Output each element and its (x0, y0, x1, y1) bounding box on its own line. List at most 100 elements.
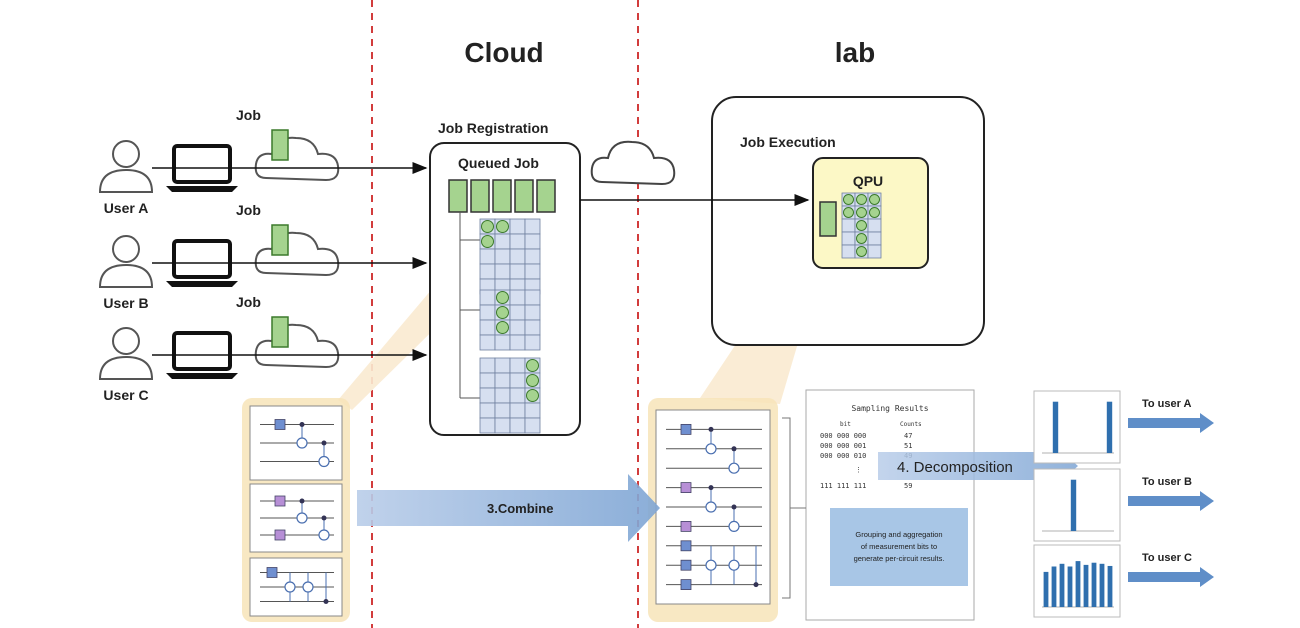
grid-cell (524, 263, 541, 280)
qubit-op (843, 194, 854, 205)
grid-cell (509, 263, 526, 280)
grid-cell (494, 334, 511, 351)
grid-cell (509, 372, 526, 389)
cloud-icon (254, 136, 340, 182)
histogram-bar (1106, 401, 1113, 453)
qubit-op (496, 321, 509, 334)
gate (680, 559, 692, 571)
per-user-results: To user A To user B To user C (1033, 390, 1214, 618)
output-user-1: To user A (1033, 390, 1214, 464)
qubit-op (869, 207, 880, 218)
sampling-count: 59 (904, 482, 912, 490)
control-dot (753, 582, 759, 588)
grid-cell (509, 289, 526, 306)
target-gate (705, 559, 717, 571)
qubit-op (856, 233, 867, 244)
control-dot (299, 498, 305, 504)
laptop-base (166, 373, 238, 379)
grid-cell (841, 218, 856, 233)
grid-cell (841, 231, 856, 246)
user-circuits-panel (242, 398, 350, 622)
ellipsis-mark: ⋮ (855, 466, 862, 474)
grid-cell (509, 417, 526, 434)
laptop-icon (172, 144, 232, 184)
cloud-icon (254, 231, 340, 277)
queued-job-card (470, 179, 490, 213)
qubit-op (496, 220, 509, 233)
target-gate (728, 559, 740, 571)
sampling-count: 51 (904, 442, 912, 450)
histogram-frame (1033, 468, 1121, 542)
queued-job-card (448, 179, 468, 213)
circuit-grid-c (479, 357, 541, 434)
grid-cell (841, 244, 856, 259)
control-dot (321, 440, 327, 446)
grid-cell (479, 372, 496, 389)
grid-cell (509, 304, 526, 321)
output-user-2: To user B (1033, 468, 1214, 542)
control-dot (731, 446, 737, 452)
circuit-user-c (249, 557, 343, 617)
deliver-label: To user A (1142, 398, 1192, 410)
job-label: Job (236, 294, 261, 310)
gate (266, 567, 278, 578)
grid-cell (479, 248, 496, 265)
job-card (271, 224, 289, 256)
sampling-bits: 111 111 111 (820, 482, 866, 490)
grid-cell (509, 387, 526, 404)
qubit-op (496, 291, 509, 304)
qpu-cells (841, 192, 882, 259)
grid-cell (509, 233, 526, 250)
qubit-op (526, 359, 539, 372)
queued-job-card (514, 179, 534, 213)
qubit-op (481, 220, 494, 233)
combined-circuit (655, 409, 771, 605)
circuit-user-a (249, 405, 343, 481)
histogram-bar (1083, 564, 1089, 607)
grid-cell (494, 387, 511, 404)
user-name: User A (104, 200, 149, 216)
person-icon (112, 140, 140, 168)
grid-cell (494, 263, 511, 280)
laptop-icon (172, 331, 232, 371)
deliver-arrow (1128, 491, 1214, 511)
histogram-bar (1051, 566, 1057, 607)
user-name: User B (103, 295, 148, 311)
person-icon (112, 235, 140, 263)
combine-arrow: 3.Combine (357, 474, 660, 542)
control-dot (708, 485, 714, 491)
histogram-bar (1107, 565, 1113, 607)
gate (680, 521, 692, 532)
grid-cell (524, 218, 541, 235)
decomposition-arrow: 4. Decomposition (878, 438, 1078, 494)
laptop-base (166, 281, 238, 287)
grid-cell (494, 402, 511, 419)
combined-circuit-panel (648, 398, 778, 622)
histogram-bar (1075, 561, 1081, 607)
circuit-user-b (249, 483, 343, 553)
job-card (271, 129, 289, 161)
grid-cell (479, 387, 496, 404)
grouping-note-box (830, 508, 968, 586)
user-name: User C (103, 387, 148, 403)
histogram-bar (1091, 562, 1097, 607)
qubit-op (481, 235, 494, 248)
grid-cell (509, 319, 526, 336)
sampling-bits: 000 000 000 (820, 432, 866, 440)
grid-cell (509, 334, 526, 351)
grid-cell (479, 402, 496, 419)
grid-cell (479, 357, 496, 374)
person-body (98, 168, 154, 193)
deliver-arrow (1128, 413, 1214, 433)
job-card (271, 316, 289, 348)
deliver-label: To user C (1142, 552, 1192, 564)
qubit-op (843, 207, 854, 218)
bracket (782, 417, 791, 599)
grid-cell (494, 357, 511, 374)
circuit-grid-b (479, 289, 541, 351)
grid-cell (509, 248, 526, 265)
target-gate (296, 437, 308, 449)
